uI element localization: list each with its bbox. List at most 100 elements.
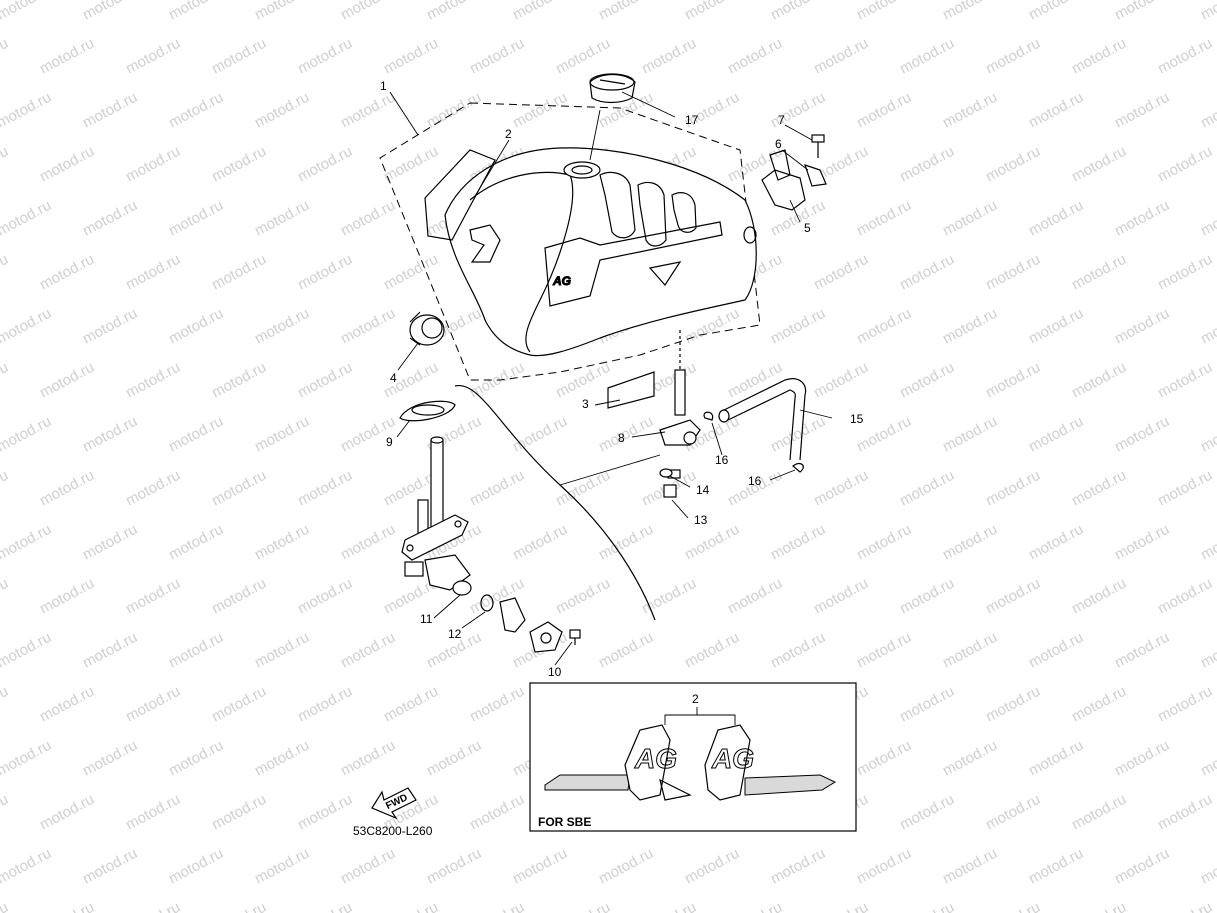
watermark-text: motod.ru bbox=[381, 683, 441, 726]
watermark-text: motod.ru bbox=[1069, 791, 1129, 834]
watermark-text: motod.ru bbox=[0, 521, 54, 564]
watermark-text: motod.ru bbox=[123, 575, 183, 618]
watermark-text: motod.ru bbox=[80, 737, 140, 780]
watermark-text: motod.ru bbox=[897, 35, 957, 78]
watermark-text: motod.ru bbox=[1155, 791, 1215, 834]
watermark-text: motod.ru bbox=[811, 251, 871, 294]
watermark-text: motod.ru bbox=[897, 575, 957, 618]
watermark-text: motod.ru bbox=[80, 845, 140, 888]
callout-14: 14 bbox=[696, 483, 710, 497]
watermark-text: motod.ru bbox=[80, 305, 140, 348]
gasket-11 bbox=[452, 580, 472, 596]
callout-1: 1 bbox=[380, 79, 387, 93]
watermark-text: motod.ru bbox=[983, 791, 1043, 834]
watermark-text: motod.ru bbox=[1198, 845, 1217, 888]
watermark-text: motod.ru bbox=[37, 35, 97, 78]
watermark-text: motod.ru bbox=[338, 737, 398, 780]
watermark-text: motod.ru bbox=[897, 683, 957, 726]
inset-decal-left: AG bbox=[544, 724, 692, 801]
watermark-text: motod.ru bbox=[983, 251, 1043, 294]
watermark-text: motod.ru bbox=[811, 359, 871, 402]
callout-16a: 16 bbox=[715, 453, 729, 467]
watermark-text: motod.ru bbox=[80, 629, 140, 672]
watermark-text: motod.ru bbox=[37, 899, 97, 913]
watermark-text: motod.ru bbox=[854, 197, 914, 240]
watermark-text: motod.ru bbox=[209, 467, 269, 510]
watermark-text: motod.ru bbox=[553, 35, 613, 78]
callout-2: 2 bbox=[505, 127, 512, 141]
watermark-text: motod.ru bbox=[940, 845, 1000, 888]
watermark-text: motod.ru bbox=[209, 35, 269, 78]
callout-8: 8 bbox=[618, 431, 625, 445]
fwd-arrow: FWD bbox=[371, 787, 417, 820]
watermark-text: motod.ru bbox=[1198, 197, 1217, 240]
watermark-text: motod.ru bbox=[37, 467, 97, 510]
watermark-text: motod.ru bbox=[1069, 251, 1129, 294]
watermark-text: motod.ru bbox=[37, 575, 97, 618]
watermark-text: motod.ru bbox=[768, 0, 828, 24]
leader-lines bbox=[389, 91, 833, 666]
watermark-text: motod.ru bbox=[1069, 359, 1129, 402]
watermark-text: motod.ru bbox=[897, 143, 957, 186]
plate-10 bbox=[529, 621, 563, 653]
watermark-text: motod.ru bbox=[854, 0, 914, 24]
tank-dashed-outline bbox=[379, 102, 761, 381]
watermark-text: motod.ru bbox=[123, 791, 183, 834]
watermark-text: motod.ru bbox=[983, 35, 1043, 78]
detail-leader bbox=[559, 454, 661, 486]
inset-decal-right-text: AG bbox=[711, 743, 754, 774]
watermark-text: motod.ru bbox=[940, 0, 1000, 24]
watermark-text: motod.ru bbox=[596, 845, 656, 888]
watermark-text: motod.ru bbox=[1198, 737, 1217, 780]
watermark-text: motod.ru bbox=[897, 251, 957, 294]
watermark-text: motod.ru bbox=[811, 35, 871, 78]
watermark-text: motod.ru bbox=[940, 413, 1000, 456]
hose-clip-b bbox=[792, 462, 804, 473]
watermark-text: motod.ru bbox=[510, 413, 570, 456]
watermark-text: motod.ru bbox=[983, 575, 1043, 618]
inset-callout-2: 2 bbox=[692, 692, 699, 706]
watermark-text: motod.ru bbox=[1155, 35, 1215, 78]
watermark-text: motod.ru bbox=[381, 899, 441, 913]
watermark-text: motod.ru bbox=[1112, 305, 1172, 348]
watermark-text: motod.ru bbox=[209, 575, 269, 618]
callout-17: 17 bbox=[685, 113, 699, 127]
watermark-text: motod.ru bbox=[1112, 521, 1172, 564]
screw-10 bbox=[569, 629, 581, 645]
watermark-text: motod.ru bbox=[0, 737, 54, 780]
watermark-text: motod.ru bbox=[338, 89, 398, 132]
callout-4: 4 bbox=[390, 371, 397, 385]
watermark-text: motod.ru bbox=[1026, 521, 1086, 564]
watermark-text: motod.ru bbox=[1155, 575, 1215, 618]
watermark-text: motod.ru bbox=[1026, 305, 1086, 348]
callout-numbers: 1 2 3 4 5 6 7 8 9 10 11 12 13 14 15 16 1… bbox=[380, 79, 864, 679]
watermark-text: motod.ru bbox=[80, 521, 140, 564]
watermark-text: motod.ru bbox=[209, 359, 269, 402]
watermark-text: motod.ru bbox=[1198, 305, 1217, 348]
watermark-text: motod.ru bbox=[0, 0, 54, 24]
watermark-text: motod.ru bbox=[166, 197, 226, 240]
watermark-text: motod.ru bbox=[252, 305, 312, 348]
callout-16b: 16 bbox=[748, 474, 762, 488]
watermark-text: motod.ru bbox=[1112, 0, 1172, 24]
watermark-text: motod.ru bbox=[553, 359, 613, 402]
watermark-text: motod.ru bbox=[166, 413, 226, 456]
watermark-text: motod.ru bbox=[252, 737, 312, 780]
watermark-text: motod.ru bbox=[1112, 629, 1172, 672]
watermark-text: motod.ru bbox=[1155, 359, 1215, 402]
watermark-text: motod.ru bbox=[1155, 899, 1215, 913]
inset-box: 2 AG AG FOR SBE bbox=[529, 682, 857, 832]
watermark-text: motod.ru bbox=[1069, 143, 1129, 186]
watermark-text: motod.ru bbox=[940, 737, 1000, 780]
watermark-text: motod.ru bbox=[338, 521, 398, 564]
watermark-text: motod.ru bbox=[209, 683, 269, 726]
fuel-tank: AG bbox=[424, 147, 757, 357]
callout-6: 6 bbox=[775, 137, 782, 151]
callout-7: 7 bbox=[778, 113, 785, 127]
watermark-text: motod.ru bbox=[80, 0, 140, 24]
watermark-text: motod.ru bbox=[596, 521, 656, 564]
watermark-text: motod.ru bbox=[295, 359, 355, 402]
watermark-text: motod.ru bbox=[295, 251, 355, 294]
watermark-text: motod.ru bbox=[854, 521, 914, 564]
watermark-text: motod.ru bbox=[725, 575, 785, 618]
